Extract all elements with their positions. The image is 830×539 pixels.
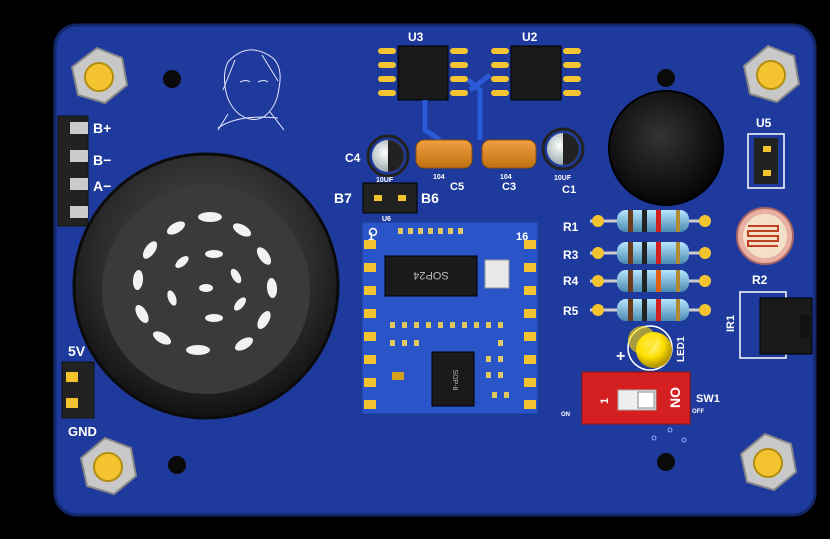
sensor-u5: [747, 133, 785, 189]
label-u6: U6: [382, 216, 391, 223]
label-r5: R5: [563, 304, 579, 318]
mounting-hole: [657, 453, 675, 471]
header-connector-left[interactable]: [57, 115, 89, 227]
anime-sketch-logo: [217, 49, 285, 131]
chip-u2: [491, 45, 581, 101]
label-bminus: B−: [93, 152, 111, 168]
module-chip2-label: SOP-8: [451, 369, 458, 390]
label-ir1: IR1: [725, 315, 737, 332]
label-sw1: SW1: [696, 393, 720, 405]
label-b7: B7: [334, 190, 352, 206]
vias: [651, 427, 687, 443]
label-5v: 5V: [68, 343, 86, 359]
screw-top-left: [70, 46, 129, 105]
cap-c1-value: 10UF: [554, 175, 572, 182]
label-c5: C5: [450, 181, 464, 193]
led-led1: [627, 325, 673, 371]
screw-bottom-left: [79, 436, 138, 496]
mounting-hole: [168, 456, 186, 474]
label-c1: C1: [562, 184, 576, 196]
label-r4: R4: [563, 274, 579, 288]
label-u5: U5: [756, 116, 772, 130]
cap-c5-value: 104: [433, 174, 445, 181]
label-u2: U2: [522, 30, 538, 44]
buzzer: [608, 90, 724, 206]
label-r1: R1: [563, 220, 579, 234]
label-c4: C4: [345, 151, 361, 165]
screw-top-right: [742, 44, 801, 104]
audio-module: [361, 221, 539, 415]
switch-off-label: OFF: [692, 409, 704, 415]
label-led1: LED1: [676, 336, 687, 362]
label-aminus: A−: [93, 178, 111, 194]
ir-receiver-ir1: [739, 291, 813, 359]
label-u3: U3: [408, 30, 424, 44]
label-b6: B6: [421, 190, 439, 206]
screw-bottom-right: [739, 432, 798, 492]
label-gnd: GND: [68, 424, 97, 439]
capacitor-c3: [481, 139, 537, 169]
switch-no-label: NO: [667, 387, 683, 408]
label-bplus: B+: [93, 120, 111, 136]
module-pin16-label: 16: [516, 231, 528, 243]
module-pin1-label: 1: [368, 231, 374, 243]
dip-switch-sw1[interactable]: [581, 371, 691, 425]
label-c3: C3: [502, 181, 516, 193]
capacitor-c5: [415, 139, 473, 169]
capacitor-c4: [366, 134, 410, 178]
mounting-hole: [657, 69, 675, 87]
switch-on-label: ON: [561, 412, 570, 418]
cap-c3-value: 104: [500, 174, 512, 181]
resistor-r5: [590, 299, 711, 321]
power-header[interactable]: [61, 361, 95, 419]
speaker: [72, 152, 340, 420]
photoresistor-r2: [736, 207, 794, 265]
capacitor-c1: [541, 127, 585, 171]
cap-c4-value: 10UF: [376, 177, 394, 184]
resistor-r3: [590, 242, 711, 264]
label-r3: R3: [563, 248, 579, 262]
switch-one-label: 1: [599, 398, 611, 404]
resistor-r4: [590, 270, 711, 292]
resistor-r1: [590, 210, 711, 232]
mounting-hole: [163, 70, 181, 88]
jumper-u6[interactable]: [362, 182, 418, 214]
module-chip-label: SOP24: [413, 269, 448, 281]
led-plus-label: +: [616, 348, 625, 365]
label-r2: R2: [752, 273, 768, 287]
